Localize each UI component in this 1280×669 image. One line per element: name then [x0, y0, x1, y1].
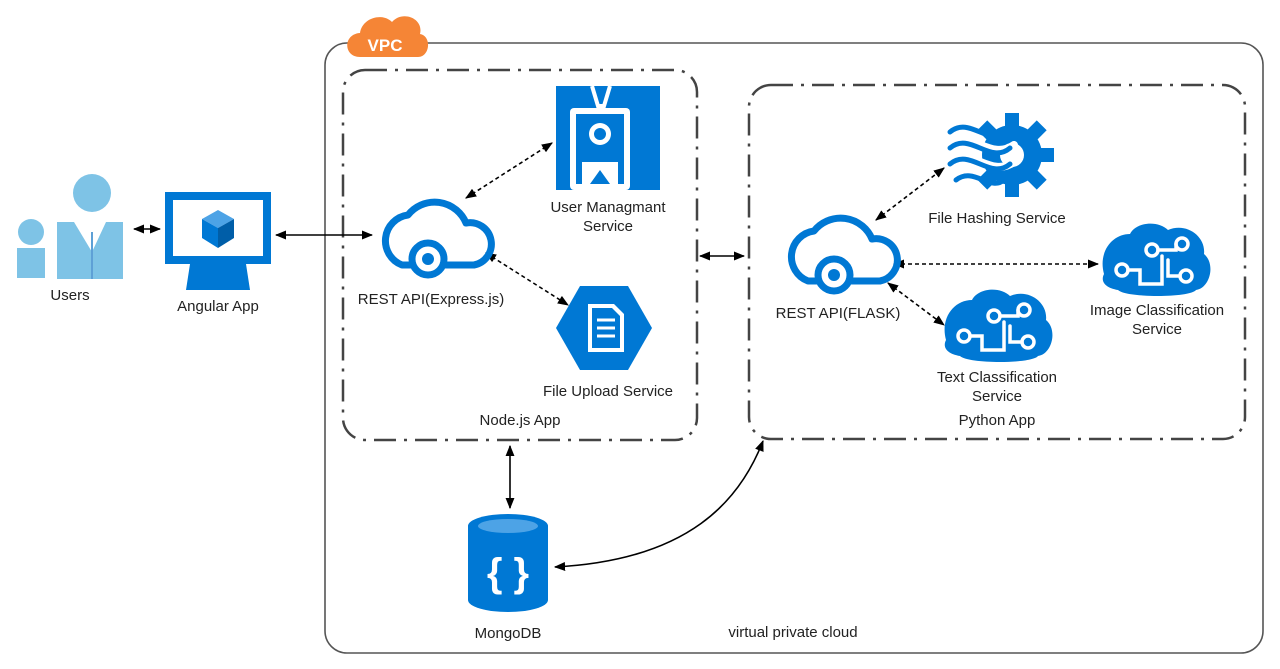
users-label: Users [50, 287, 89, 304]
cloud-api-icon [385, 202, 491, 275]
id-badge-icon [556, 85, 660, 190]
mongodb-label: MongoDB [475, 625, 542, 642]
wave-gear-icon [946, 113, 1054, 197]
connectors [132, 142, 1100, 571]
image-class-label-line2: Service [1132, 321, 1182, 338]
document-hexagon-icon [556, 286, 652, 370]
express-upload-link [485, 252, 569, 306]
express-api-label: REST API(Express.js) [358, 291, 504, 308]
flask-hashing-link [875, 167, 945, 221]
brain-circuit-icon [942, 287, 1055, 364]
python-app-label: Python App [959, 412, 1036, 429]
users-icon [17, 174, 123, 279]
file-upload-label: File Upload Service [543, 383, 673, 400]
brain-circuit-icon [1100, 221, 1213, 298]
vpc-boundary [324, 42, 1264, 654]
express-usermgmt-link [465, 142, 553, 199]
user-mgmt-label-line1: User Managmant [550, 199, 666, 216]
nodejs-app-group [341, 68, 699, 442]
mongodb-python-link [553, 439, 764, 571]
image-class-label-line1: Image Classification [1090, 302, 1224, 319]
database-cylinder-icon: { } [468, 514, 548, 612]
vpc-badge: VPC [347, 16, 429, 57]
monitor-cube-icon [165, 192, 271, 290]
flask-text-link [887, 282, 945, 326]
user-mgmt-label-line2: Service [583, 218, 633, 235]
text-class-label-line1: Text Classification [937, 369, 1057, 386]
text-class-label-line2: Service [972, 388, 1022, 405]
svg-text:{ }: { } [487, 551, 529, 595]
cloud-api-icon [791, 218, 897, 291]
vpc-label: VPC [368, 36, 403, 55]
python-app-group [747, 83, 1247, 441]
flask-api-label: REST API(FLASK) [776, 305, 901, 322]
nodejs-app-label: Node.js App [480, 412, 561, 429]
file-hashing-label: File Hashing Service [928, 210, 1066, 227]
vpc-caption: virtual private cloud [728, 624, 857, 641]
angular-app-label: Angular App [177, 298, 259, 315]
